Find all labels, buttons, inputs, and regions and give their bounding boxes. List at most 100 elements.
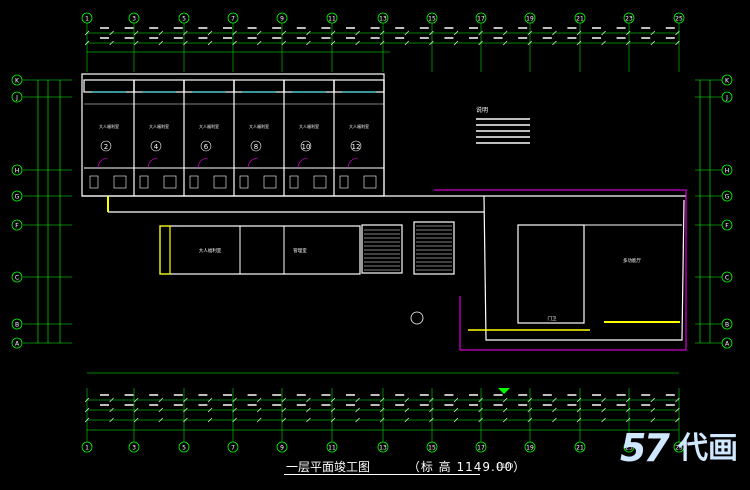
dimension-text: [493, 37, 503, 39]
dimension-text: [198, 37, 208, 39]
axis-label: 1: [85, 16, 89, 23]
dimension-tick: [552, 407, 557, 413]
axis-label: J: [725, 95, 728, 102]
dimension-tick: [527, 417, 533, 423]
dimension-tick: [429, 397, 434, 403]
axis-label: K: [725, 78, 730, 85]
dimension-tick: [355, 30, 360, 36]
dimension-tick: [330, 417, 336, 423]
dimension-text: [272, 27, 282, 29]
dimension-text: [542, 404, 552, 406]
dimension-tick: [552, 40, 557, 46]
dimension-tick: [675, 397, 680, 403]
axis-label: 7: [231, 445, 235, 452]
axis-bubble: [11, 190, 23, 202]
dimension-tick: [306, 30, 311, 36]
dimension-text: [346, 27, 355, 29]
dimension-tick: [330, 30, 336, 36]
shower-fixture: [113, 175, 127, 189]
dimension-text: [247, 37, 257, 39]
dimension-text: [567, 394, 577, 396]
elevation-label: （标 高 1149.00）: [407, 460, 527, 474]
shower-fixture: [363, 175, 377, 189]
dimension-tick: [650, 417, 656, 423]
toilet-fixture: [239, 175, 249, 189]
dimension-tick: [404, 417, 410, 423]
axis-label: G: [15, 194, 20, 201]
dimension-text: [124, 404, 134, 406]
dimension-tick: [552, 30, 557, 36]
dimension-tick: [650, 407, 656, 413]
dimension-text: [567, 404, 577, 406]
dimension-tick: [527, 40, 533, 46]
note-line: [476, 142, 530, 144]
section-mark: [410, 311, 424, 325]
watermark-text: 代画: [678, 431, 738, 466]
room-name-upper: 大人福利室: [149, 123, 169, 129]
dimension-tick: [330, 40, 336, 46]
dimension-text: [518, 27, 528, 29]
dimension-tick: [379, 397, 385, 403]
axis-label: 19: [526, 16, 534, 23]
room-number-bubble: [150, 140, 162, 152]
dimension-text: [542, 394, 552, 396]
dimension-tick: [281, 407, 287, 413]
note-line: [476, 124, 530, 126]
dimension-tick: [601, 397, 606, 403]
dimension-text: [321, 37, 331, 39]
dimension-text: [124, 37, 134, 39]
dimension-tick: [330, 397, 336, 403]
dimension-tick: [675, 417, 680, 423]
dimension-tick: [158, 407, 164, 413]
axis-label: 11: [328, 445, 336, 452]
dimension-tick: [650, 30, 656, 36]
room-number: 8: [254, 143, 258, 151]
dimension-tick: [355, 40, 360, 46]
dimension-tick: [109, 30, 114, 36]
dimension-text: [100, 27, 109, 29]
dimension-tick: [183, 417, 188, 423]
dimension-text: [173, 27, 183, 29]
dimension-text: [469, 394, 478, 396]
dimension-text: [223, 27, 232, 29]
dimension-tick: [379, 30, 385, 36]
dimension-tick: [576, 397, 582, 403]
room-number-bubble: [350, 140, 362, 152]
dimension-text: [518, 394, 528, 396]
axis-label: 13: [379, 16, 387, 23]
dimension-tick: [256, 407, 262, 413]
scale-label: 1:100: [496, 463, 514, 470]
unit-balcony: [333, 79, 385, 93]
dimension-tick: [478, 40, 483, 46]
dimension-text: [469, 27, 478, 29]
dimension-tick: [478, 30, 483, 36]
dimension-text: [444, 27, 454, 29]
dimension-text: [223, 394, 232, 396]
axis-bubble: [11, 91, 23, 103]
dimension-tick: [625, 417, 631, 423]
shower-fixture: [213, 175, 227, 189]
door-swing: [247, 157, 259, 169]
axis-label: 5: [182, 445, 186, 452]
axis-label: K: [15, 78, 20, 85]
dimension-text: [100, 404, 109, 406]
dimension-tick: [453, 30, 459, 36]
dimension-text: [665, 394, 675, 396]
dimension-text: [419, 37, 429, 39]
room-name-lower-mid: 管理室: [293, 247, 307, 254]
dimension-tick: [256, 40, 262, 46]
dimension-text: [419, 394, 429, 396]
guard-room: [517, 224, 585, 324]
magenta-outline: [434, 189, 687, 200]
room-number: 10: [302, 143, 311, 151]
room-number-bubble: [300, 140, 312, 152]
dimension-text: [616, 394, 626, 396]
dimension-tick: [379, 417, 385, 423]
dimension-tick: [478, 417, 483, 423]
axis-label: G: [725, 194, 730, 201]
dimension-tick: [183, 407, 188, 413]
dimension-tick: [404, 397, 410, 403]
dimension-text: [567, 37, 577, 39]
dimension-text: [641, 37, 651, 39]
